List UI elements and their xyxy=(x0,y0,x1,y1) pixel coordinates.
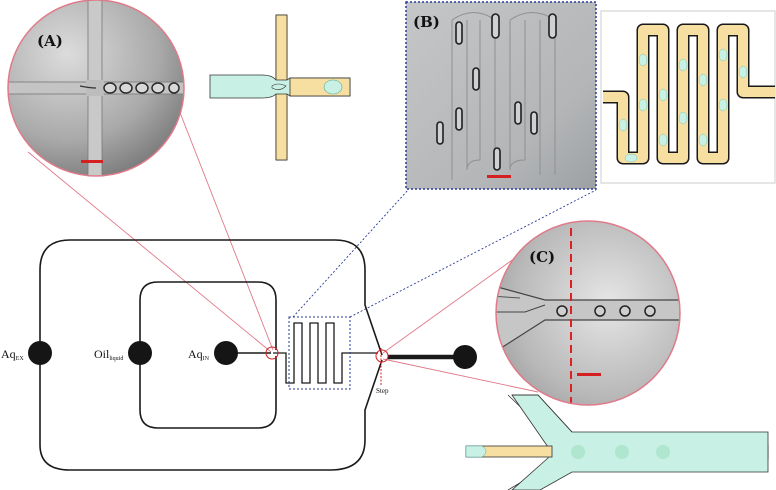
micrograph-a: (A) xyxy=(7,0,185,177)
zoom-lines-b xyxy=(292,189,597,318)
chip-schematic xyxy=(39,239,462,471)
label-aq-in: AqIN xyxy=(188,347,210,362)
micrograph-b: (B) xyxy=(405,1,597,190)
scale-bar-c xyxy=(577,373,601,376)
port-outlet xyxy=(453,345,477,369)
port-oil xyxy=(128,341,152,365)
panel-label-a: (A) xyxy=(37,32,63,50)
cartoon-a xyxy=(209,14,351,161)
cartoon-a-droplet xyxy=(323,79,343,95)
scale-bar-a xyxy=(81,160,103,163)
cartoon-b xyxy=(600,10,776,184)
label-oil: Oilliquid xyxy=(94,347,123,362)
micrograph-c: (C) xyxy=(495,220,681,406)
zoom-lines-a xyxy=(27,109,274,353)
cartoon-c xyxy=(465,394,769,490)
step-label: Step xyxy=(376,387,389,395)
panel-label-b: (B) xyxy=(413,13,440,31)
scale-bar-b xyxy=(487,175,511,178)
zoom-marker-b xyxy=(288,316,351,390)
port-aq-in xyxy=(214,341,238,365)
serpentine-channel xyxy=(273,322,378,384)
outer-channel xyxy=(39,239,383,471)
port-aq-ex xyxy=(28,341,52,365)
label-aq-ex: AqEX xyxy=(1,347,24,362)
inner-channel xyxy=(139,281,277,429)
panel-label-c: (C) xyxy=(529,248,555,266)
zoom-lines-c xyxy=(382,257,539,393)
zoom-marker-c xyxy=(375,349,389,363)
zoom-marker-a xyxy=(265,346,279,360)
